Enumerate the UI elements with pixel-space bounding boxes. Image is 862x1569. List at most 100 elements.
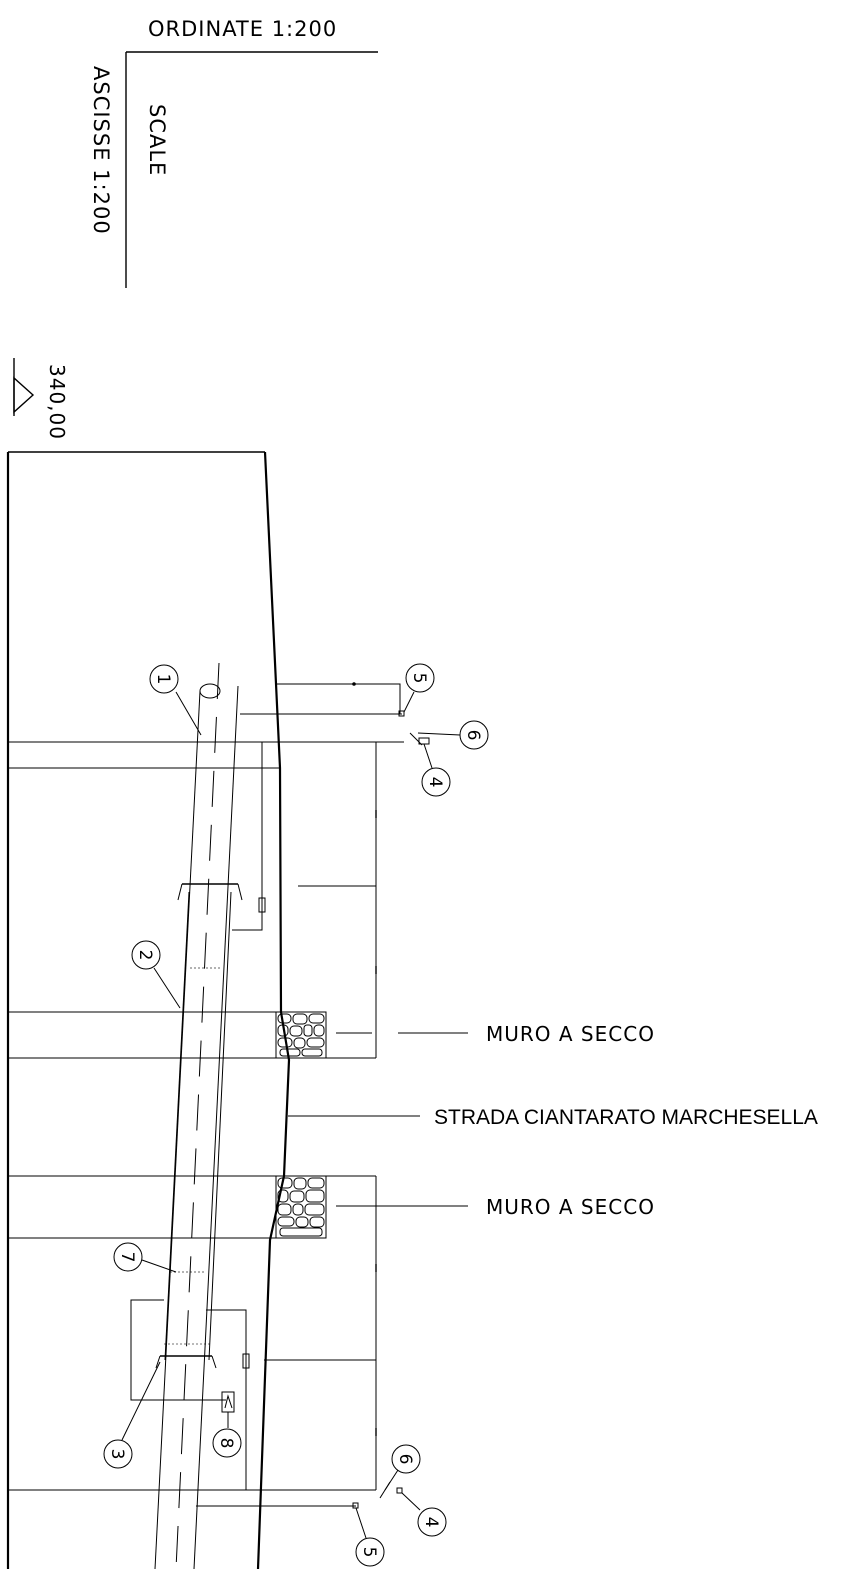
device-8-mark: [224, 1394, 233, 1409]
pipe-center-line: [175, 662, 220, 1569]
ordinate-scale-text: ORDINATE 1:200: [148, 17, 337, 41]
callout-number: 8: [216, 1438, 236, 1449]
scale-word-text: SCALE: [145, 104, 169, 176]
stone: [277, 1024, 289, 1037]
callout-circle: [212, 1428, 242, 1458]
stone: [292, 1013, 308, 1025]
callout-7-leader: [141, 1259, 177, 1273]
cable-run-top: [276, 683, 401, 714]
callout-circle: [459, 720, 489, 750]
callout-3: 3: [103, 1439, 133, 1469]
callout-5a-leader: [403, 691, 415, 713]
chamber-left: [130, 1299, 226, 1401]
labels: MURO A SECCO STRADA CIANTARATO MARCHESEL…: [288, 1022, 818, 1219]
dry-stone-wall-lower: [275, 1175, 327, 1239]
callout-5b-leader: [355, 1507, 367, 1539]
stone: [289, 1025, 303, 1037]
pipe-left-wall: [154, 690, 201, 1569]
callout-number: 6: [463, 730, 483, 741]
elevation-marker: 340,00: [13, 358, 69, 440]
pipe-right-wall: [193, 685, 239, 1569]
callout-4-top: 4: [421, 767, 451, 797]
stone: [301, 1048, 323, 1057]
callout-number: 7: [117, 1252, 137, 1263]
callout-6-top: 6: [459, 720, 489, 750]
marker-6-slash: [409, 732, 423, 746]
stone: [277, 1216, 295, 1227]
dry-stone-wall-upper: [275, 1011, 327, 1059]
callout-number: 1: [153, 674, 173, 685]
cable-runs: [130, 682, 430, 1509]
callout-6a-leader: [417, 732, 461, 736]
stone: [313, 1024, 325, 1037]
stone: [293, 1037, 306, 1049]
callout-3-leader: [121, 1361, 161, 1441]
muro-a-secco-label-top: MURO A SECCO: [486, 1022, 655, 1046]
callout-4a-leader: [423, 743, 433, 769]
stone: [306, 1037, 325, 1048]
stone: [295, 1216, 309, 1228]
callout-circle: [405, 663, 435, 693]
stone: [307, 1177, 325, 1189]
callout-2-leader: [153, 967, 181, 1009]
flange-lip: [211, 1355, 217, 1369]
callout-1: 1: [149, 664, 179, 694]
casing-right-wall: [208, 891, 232, 1361]
callout-number: 5: [409, 673, 429, 684]
device-box-5: [398, 710, 405, 717]
callout-number: 4: [425, 777, 445, 788]
vertical-dimension-lines: [264, 742, 377, 1490]
stone: [293, 1177, 307, 1190]
callout-circle: [417, 1507, 447, 1537]
callout-circle: [149, 664, 179, 694]
callout-6-bottom: 6: [391, 1444, 421, 1474]
scale-block: ORDINATE 1:200 SCALE ASCISSE 1:200: [89, 17, 378, 288]
callout-7: 7: [113, 1242, 143, 1272]
callout-4-bottom: 4: [417, 1507, 447, 1537]
callout-number: 2: [135, 950, 155, 961]
stone: [303, 1024, 313, 1037]
callout-6b-leader: [384, 1469, 399, 1491]
stone: [308, 1013, 325, 1024]
elevation-triangle-icon: [13, 376, 35, 414]
callout-circle: [355, 1537, 385, 1567]
flange-lip: [237, 883, 243, 901]
flange-lip: [155, 1355, 161, 1369]
muro-a-secco-label-bottom: MURO A SECCO: [486, 1195, 655, 1219]
stone: [277, 1189, 289, 1203]
stone: [279, 1048, 301, 1057]
callout-8: 8: [212, 1428, 242, 1458]
road-label: STRADA CIANTARATO MARCHESELLA: [434, 1106, 818, 1129]
stone: [277, 1203, 292, 1216]
abscissa-scale-text: ASCISSE 1:200: [89, 66, 113, 235]
stone-wall-box: [275, 1011, 327, 1059]
callouts: 1 2 3 4 4 5: [103, 663, 489, 1567]
stone: [304, 1203, 325, 1216]
device-box-5b: [352, 1502, 359, 1509]
callout-number: 6: [395, 1454, 415, 1465]
flange-lip: [177, 883, 183, 901]
elevation-value: 340,00: [45, 364, 69, 440]
casing-left-wall: [164, 891, 190, 1361]
stone: [277, 1177, 293, 1189]
callout-4b-leader: [401, 1492, 421, 1511]
callout-circle: [391, 1444, 421, 1474]
callout-circle: [103, 1439, 133, 1469]
callout-number: 5: [359, 1547, 379, 1558]
callout-circle: [131, 940, 161, 970]
device-box-4b: [396, 1487, 403, 1494]
callout-circle: [113, 1242, 143, 1272]
pipe: [154, 662, 243, 1569]
callout-5-top: 5: [405, 663, 435, 693]
chamber-device: [242, 1353, 250, 1369]
stone: [277, 1037, 293, 1048]
cable-node: [352, 682, 356, 686]
callout-2: 2: [131, 940, 161, 970]
stone: [279, 1227, 323, 1237]
ground-profile-line: [256, 451, 291, 1569]
stone: [305, 1189, 325, 1203]
stone: [292, 1203, 304, 1216]
section-outline: [6, 451, 291, 1569]
callout-5-bottom: 5: [355, 1537, 385, 1567]
